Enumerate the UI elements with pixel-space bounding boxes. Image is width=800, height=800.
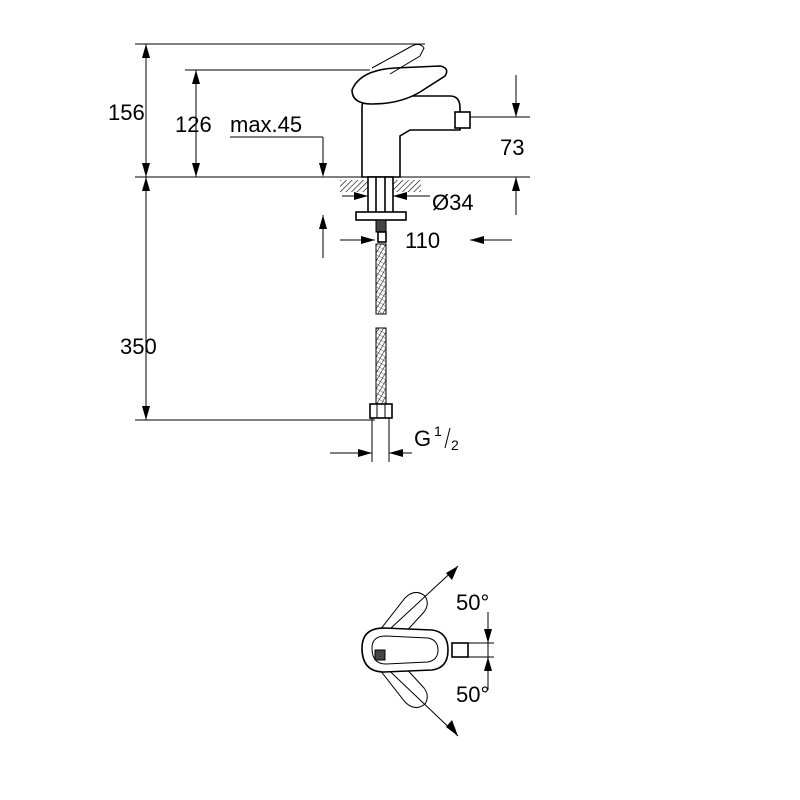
- dim-label-thread-num: 1: [434, 423, 442, 439]
- lever-ghost: [371, 43, 425, 75]
- mounting-nut: [355, 211, 407, 221]
- arrow: [358, 449, 372, 457]
- arrow: [319, 215, 327, 229]
- faucet-body: [361, 95, 461, 178]
- rotation-guide-lower: [377, 659, 459, 737]
- flex-hose-upper: [375, 243, 387, 315]
- lever-inner-outline: [371, 635, 439, 665]
- lever-position-lower: [379, 663, 428, 708]
- dim-label-110: 110: [405, 228, 440, 253]
- arrow: [142, 406, 150, 420]
- top-view: 50° 50°: [361, 565, 494, 737]
- arrow: [142, 177, 150, 191]
- arrow: [354, 192, 368, 200]
- side-view: 156 126 max.45 73 Ø34 110 350 G 1 2: [108, 43, 530, 462]
- arrow: [389, 449, 403, 457]
- arrow: [484, 629, 492, 643]
- dim-label-73: 73: [500, 135, 524, 160]
- arrow: [142, 44, 150, 58]
- flex-hose-lower: [375, 327, 387, 405]
- lever-top-view: [361, 627, 449, 673]
- arrow: [192, 70, 200, 84]
- arrow: [361, 236, 375, 244]
- dim-label-350: 350: [120, 334, 157, 359]
- faucet-spout-tip: [454, 111, 471, 129]
- arrow: [512, 177, 520, 191]
- angle-label-upper: 50°: [456, 590, 489, 615]
- dim-label-max45: max.45: [230, 112, 302, 137]
- arrow: [470, 236, 484, 244]
- hose-nut: [369, 403, 393, 419]
- lever-hinge: [374, 649, 386, 661]
- lever-position-upper: [379, 592, 428, 637]
- arrow: [484, 657, 492, 671]
- deck-hatch-left: [340, 180, 368, 192]
- hose-fitting: [375, 219, 387, 233]
- angle-label-lower: 50°: [456, 682, 489, 707]
- mounting-shank: [367, 176, 394, 218]
- arrow: [512, 103, 520, 117]
- arrow: [446, 566, 458, 580]
- deck-hatch-right: [393, 180, 421, 192]
- arrow: [192, 163, 200, 177]
- arrow: [142, 163, 150, 177]
- faucet-lever: [351, 65, 448, 105]
- dim-label-thread-letter: G: [414, 426, 431, 451]
- arrow: [319, 163, 327, 177]
- dim-label-thread-den: 2: [451, 437, 459, 453]
- dim-label-d34: Ø34: [432, 190, 474, 215]
- spout-outlet: [451, 642, 469, 658]
- arrow: [446, 720, 458, 736]
- arrow: [393, 192, 407, 200]
- dim-label-156: 156: [108, 100, 145, 125]
- hose-connector: [377, 231, 387, 243]
- fraction-slash: [444, 427, 451, 449]
- dim-label-126: 126: [175, 112, 212, 137]
